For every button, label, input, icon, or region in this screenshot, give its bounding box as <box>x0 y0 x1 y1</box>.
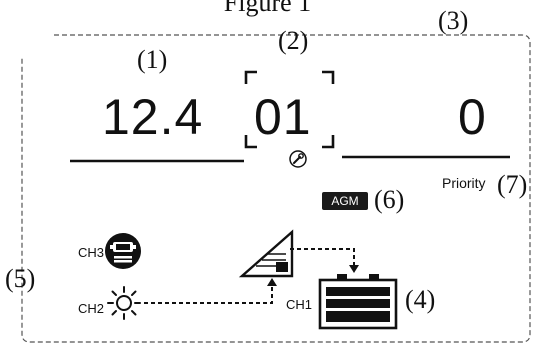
callout-6: (6) <box>374 185 405 214</box>
arrow-up-to-controller <box>267 278 277 286</box>
ch2-to-controller-line <box>144 285 273 304</box>
arrowheads <box>267 265 359 286</box>
callout-1: (1) <box>137 45 168 74</box>
connection-lines <box>144 248 355 304</box>
mode-code-readout: 01 <box>254 89 312 145</box>
mode-bracket <box>244 70 335 149</box>
sun-icon <box>107 286 141 320</box>
callout-4: (4) <box>405 285 436 314</box>
ch2-label: CH2 <box>78 301 105 316</box>
callout-2: (2) <box>278 26 309 55</box>
battery-icon <box>318 274 398 330</box>
callout-7: (7) <box>497 170 528 199</box>
engine-icon <box>105 233 141 269</box>
panel-frame <box>21 34 531 343</box>
charge-controller-icon <box>238 229 294 278</box>
priority-readout: 0 <box>458 89 487 145</box>
ch3-label: CH3 <box>78 245 105 260</box>
figure-title: Figure 1 <box>223 0 312 17</box>
wrench-icon <box>289 150 307 168</box>
callout-3: (3) <box>438 6 469 35</box>
controller-to-battery-line <box>290 248 355 265</box>
arrow-down-to-battery <box>349 265 359 273</box>
callout-5: (5) <box>5 264 36 293</box>
ch1-label: CH1 <box>286 297 313 312</box>
battery-type-badge: AGM <box>322 192 368 210</box>
voltage-readout: 12.4 <box>102 89 204 145</box>
priority-label: Priority <box>442 175 486 191</box>
